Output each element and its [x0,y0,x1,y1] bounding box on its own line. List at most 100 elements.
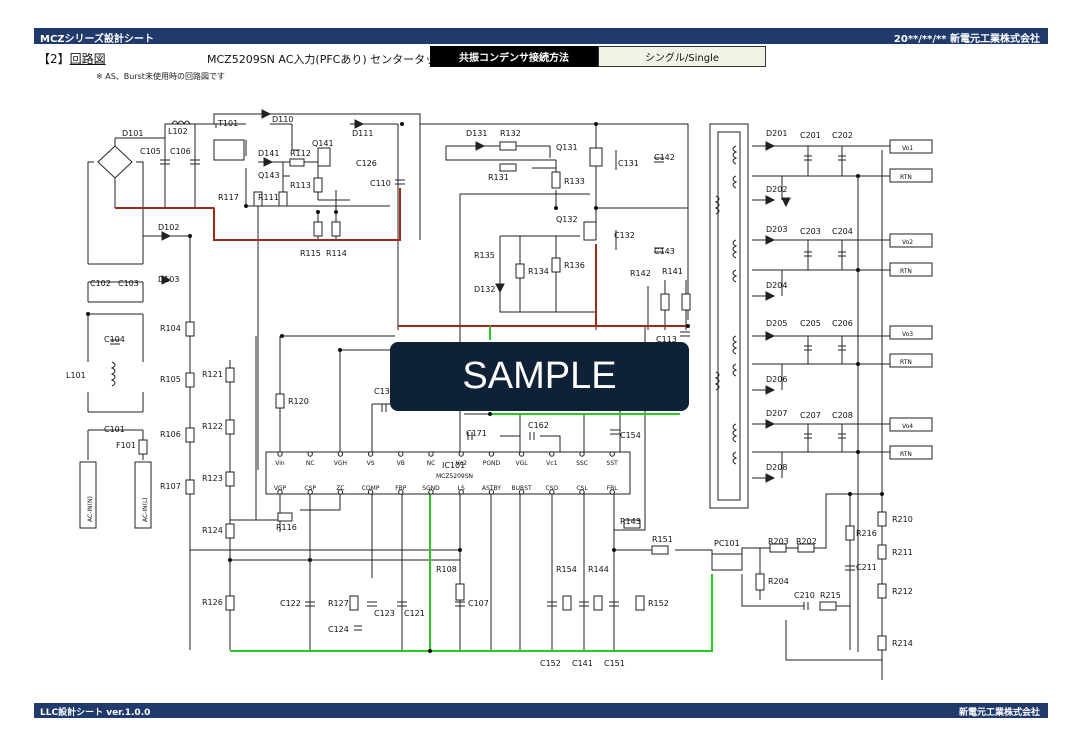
ref-label-r124: R124 [202,526,223,535]
ref-label-c131: C131 [618,159,639,168]
ref-label-d206: D206 [766,375,787,384]
ic-pin-label: LS [458,485,465,492]
footer-bar: LLC設計シート ver.1.0.0 新電元工業株式会社 [34,703,1048,718]
ref-label-r202: R202 [796,537,817,546]
ic-pin-label: ASTBY [482,485,501,492]
ref-label-r204: R204 [768,577,789,586]
ac-in-l-port [134,461,152,529]
ref-label-r126: R126 [202,598,223,607]
vo2-label: Vo2 [902,239,913,246]
ref-label-c124: C124 [328,625,349,634]
ic-pin-label: VGL [516,460,529,467]
ref-label-r142: R142 [630,269,651,278]
ref-label-r122: R122 [202,422,223,431]
ic-pin-dot [579,451,585,457]
sheet-title: MCZシリーズ設計シート [40,34,155,45]
ref-label-t101: T101 [217,119,238,128]
ref-label-r107: R107 [160,482,181,491]
ref-label-q143: Q143 [258,171,280,180]
vo3-label: Vo3 [902,331,913,338]
ic-pin-label: SSC [576,460,588,467]
resistor-r106 [185,427,195,443]
ref-label-r127: R127 [328,599,349,608]
ref-label-c207: C207 [800,411,821,420]
ref-label-r203: R203 [768,537,789,546]
ref-label-r151: R151 [652,535,673,544]
ref-label-c206: C206 [832,319,853,328]
ref-label-r120: R120 [288,397,309,406]
ic-pin-dot [337,451,344,457]
ic-pin-dot [307,451,313,457]
resistor-r143 [623,519,641,529]
ref-label-c204: C204 [832,227,853,236]
rtn1-port [889,168,933,183]
ref-label-l101: L101 [66,371,86,380]
ref-label-c107: C107 [468,599,489,608]
ic-pin-dot [277,489,283,495]
ic-pin-label: NC [306,460,315,467]
ref-label-d103: D103 [158,275,179,284]
ic-pin-dot [458,451,464,457]
ref-label-r116: R116 [276,523,297,532]
resistor-r144 [593,595,603,611]
ref-label-c202: C202 [832,131,853,140]
resistor-r115 [313,221,323,237]
connection-method-select[interactable]: シングル/Single [598,46,766,67]
resistor-r124 [225,523,235,539]
ic-pin-label: CSO [545,485,558,492]
ref-label-d203: D203 [766,225,787,234]
resistor-r202 [797,543,815,553]
vo2-port [889,233,933,248]
rtn3-port [889,353,933,368]
ref-label-f101: F101 [116,441,136,450]
ref-label-r215: R215 [820,591,841,600]
ref-label-c152: C152 [540,659,561,668]
ic-pin-dot [428,489,434,495]
mosfet-q131 [589,147,603,167]
resistor-r216 [845,525,855,541]
ref-label-c201: C201 [800,131,821,140]
ic-pin-label: FBP [395,485,407,492]
transformer-t101 [213,139,245,161]
ref-label-c171: C171 [466,429,487,438]
ic-part: MCZ5209SN [436,473,473,480]
ref-label-c122: C122 [280,599,301,608]
ref-label-c101: C101 [104,425,125,434]
ic-pin-label: VB [397,460,405,467]
vo4-port [889,417,933,432]
ref-label-d132: D132 [474,285,495,294]
ac-in-l-label: AC-IN(L) [142,497,149,522]
ref-label-r106: R106 [160,430,181,439]
resistor-r117 [253,191,263,207]
resistor-r105 [185,372,195,388]
ref-label-c121: C121 [404,609,425,618]
ref-label-d207: D207 [766,409,787,418]
ref-label-r154: R154 [556,565,577,574]
ref-label-l102: L102 [168,127,188,136]
resistor-r136 [551,257,561,273]
ref-label-c211: C211 [856,563,877,572]
resistor-r134 [515,263,525,279]
resistor-r126 [225,595,235,611]
ref-label-d111: D111 [352,129,373,138]
resistor-r152 [635,595,645,611]
resistor-r113 [313,177,323,193]
resistor-r112 [289,158,305,167]
ref-label-r121: R121 [202,370,223,379]
ic-pin-dot [398,451,404,457]
circuit-subtitle: MCZ5209SN AC入力(PFCあり) センタータッ [207,53,437,66]
resistor-r214 [877,635,887,651]
ref-label-r144: R144 [588,565,609,574]
section-number: 【2】 [38,52,70,66]
ref-label-r131: R131 [488,173,509,182]
ref-label-c151: C151 [604,659,625,668]
footer-version: LLC設計シート ver.1.0.0 [40,708,151,718]
rtn1-label: RTN [900,174,912,181]
ac-in-n-label: AC-IN(N) [87,496,94,522]
rtn2-port [889,262,933,277]
ic-ref: IC101 [442,461,465,470]
schematic-note: ※ AS、Burst未使用時の回路図です [96,72,225,81]
ref-label-c143: C143 [654,247,675,256]
ref-label-r141: R141 [662,267,683,276]
